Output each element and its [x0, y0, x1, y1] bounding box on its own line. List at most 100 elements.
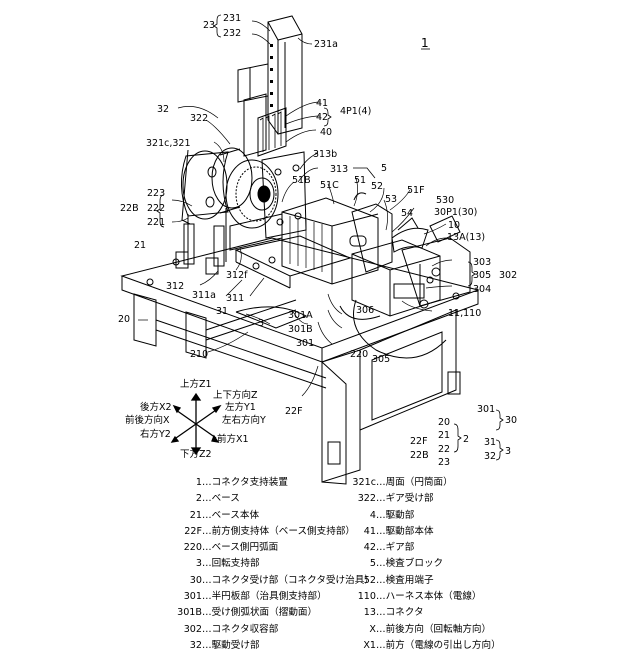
ellipsis-separator: … — [202, 510, 212, 521]
callout: 321c,321 — [146, 138, 191, 149]
legend-left-text: コネクタ収容部 — [212, 624, 279, 635]
ellipsis-separator: … — [376, 591, 386, 602]
callout: 313b — [313, 149, 337, 160]
callout: 21 — [438, 430, 450, 441]
legend-right-item: 322…ギア受け部 — [322, 491, 501, 507]
ellipsis-separator: … — [202, 542, 212, 553]
legend-right-text: 検査ブロック — [386, 558, 444, 569]
legend-right-code: 4 — [322, 508, 376, 524]
axis-diagram — [172, 394, 220, 454]
callout: 301A — [288, 310, 313, 321]
legend-right-text: 検査用端子 — [386, 575, 434, 586]
callout: 11,110 — [448, 308, 481, 319]
callout: 2 — [463, 434, 469, 445]
legend-right-code: 42 — [322, 540, 376, 556]
legend-right-item: 5…検査ブロック — [322, 556, 501, 572]
callout: 22B — [410, 450, 429, 461]
legend-right-text: ギア受け部 — [386, 493, 434, 504]
legend-right-text: 駆動部 — [386, 510, 415, 521]
ellipsis-separator: … — [376, 607, 386, 618]
callout: 下方Z2 — [180, 448, 212, 460]
callout: 51 — [354, 175, 366, 186]
legend-right-code: 13 — [322, 605, 376, 621]
legend-right-item: X…前後方向（回転軸方向） — [322, 622, 501, 638]
legend-left-text: ベース — [212, 493, 240, 504]
legend-left-text: 回転支持部 — [212, 558, 260, 569]
callout: 530 — [436, 195, 454, 206]
callout: 右方Y2 — [140, 428, 171, 440]
legend-right-code: 41 — [322, 524, 376, 540]
callout: 223 — [147, 188, 165, 199]
ellipsis-separator: … — [376, 575, 386, 586]
callout: 31 — [216, 306, 228, 317]
ellipsis-separator: … — [202, 575, 212, 586]
callout: 312 — [166, 281, 184, 292]
callout: 前後方向X — [125, 414, 170, 426]
legend-left-text: ベース側円弧面 — [212, 542, 279, 553]
legend-left-text: ベース本体 — [212, 510, 260, 521]
callout: 20 — [118, 314, 130, 325]
ellipsis-separator: … — [202, 591, 212, 602]
callout: 301 — [477, 404, 495, 415]
legend-right-code: 321c — [322, 475, 376, 491]
legend-right-item: 41…駆動部本体 — [322, 524, 501, 540]
callout: 231 — [223, 13, 241, 24]
legend-left-text: 半円板部（治具側支持部） — [212, 591, 327, 602]
callout: 306 — [356, 305, 374, 316]
ellipsis-separator: … — [376, 640, 386, 651]
legend-right-text: 前方（電線の引出し方向） — [386, 640, 501, 651]
callout: 後方X2 — [140, 401, 172, 413]
connector-receiver-30 — [340, 238, 470, 358]
callout-labels: 1 23 231 232 231a 32 322 321c,321 41 42 … — [118, 13, 517, 468]
ellipsis-separator: … — [376, 510, 386, 521]
legend-left-text: コネクタ支持装置 — [212, 477, 288, 488]
callout: 312f — [226, 270, 248, 281]
callout: 51B — [292, 175, 311, 186]
ellipsis-separator: … — [202, 526, 212, 537]
ellipsis-separator: … — [202, 640, 212, 651]
callout: 21 — [134, 240, 146, 251]
callout: 301B — [288, 324, 313, 335]
drive-receiver-32 — [181, 148, 252, 266]
callout: 301 — [296, 338, 314, 349]
column-23 — [238, 16, 302, 156]
ellipsis-separator: … — [202, 558, 212, 569]
legend-right: 321c…周面（円筒面）322…ギア受け部4…駆動部41…駆動部本体42…ギア部… — [322, 475, 501, 654]
callout: 23 — [203, 20, 215, 31]
callout: 22F — [410, 436, 428, 447]
callout: 30P1(30) — [434, 207, 477, 218]
figure-number: 1 — [421, 36, 429, 50]
ellipsis-separator: … — [202, 624, 212, 635]
callout: 30 — [505, 415, 517, 426]
callout: 13A(13) — [447, 232, 485, 243]
drive-gear-motor — [226, 152, 306, 238]
legend-right-code: X1 — [322, 638, 376, 654]
legend-left-code: 220 — [130, 540, 202, 556]
legend-right-text: ハーネス本体（電線） — [386, 591, 482, 602]
ellipsis-separator: … — [202, 477, 212, 488]
callout: 311a — [192, 290, 216, 301]
legend-right-code: 110 — [322, 589, 376, 605]
ellipsis-separator: … — [376, 558, 386, 569]
legend-left-code: 2 — [130, 491, 202, 507]
ellipsis-separator: … — [376, 542, 386, 553]
legend-right-text: 前後方向（回転軸方向） — [386, 624, 492, 635]
callout: 左方Y1 — [225, 401, 256, 413]
callout: 311 — [226, 293, 244, 304]
callout: 23 — [438, 457, 450, 468]
legend-right-text: 周面（円筒面） — [386, 477, 453, 488]
legend-left-code: 302 — [130, 622, 202, 638]
legend-left-code: 21 — [130, 508, 202, 524]
legend-right-code: X — [322, 622, 376, 638]
callout: 22 — [438, 444, 450, 455]
legend-left-text: 駆動受け部 — [212, 640, 260, 651]
callout: 51C — [320, 180, 339, 191]
callout: 210 — [190, 349, 208, 360]
legend-left-code: 30 — [130, 573, 202, 589]
legend-left-code: 1 — [130, 475, 202, 491]
callout: 22B — [120, 203, 139, 214]
callout: 左右方向Y — [222, 414, 266, 426]
callout: 322 — [190, 113, 208, 124]
legend-right-item: 110…ハーネス本体（電線） — [322, 589, 501, 605]
callout: 304 — [473, 284, 491, 295]
